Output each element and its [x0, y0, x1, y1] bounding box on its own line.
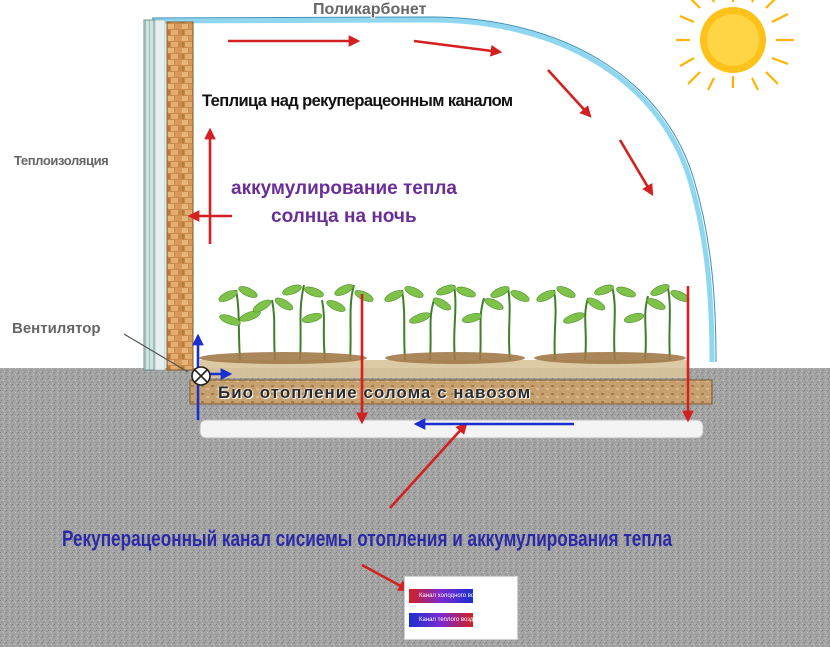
fan-label: Вентилятор [12, 320, 101, 337]
heat-storage-label-line2: солнца на ночь [271, 206, 417, 227]
recuperation-channel-label: Рекуперацеонный канал сисиемы отопления … [62, 526, 673, 551]
insulation-label: Теплоизоляция [14, 153, 109, 168]
recuperation-channel-pipe [199, 419, 704, 439]
polycarbonate-label: Поликарбонет [313, 1, 427, 18]
hot-air-arrows [187, 35, 694, 592]
polycarbonate-dome [151, 17, 715, 363]
bio-heating-label: Био отопление солома с навозом [218, 383, 532, 402]
insulation-layer [143, 19, 156, 371]
bio-heating-layer [189, 379, 713, 405]
legend-swatch-warm [409, 613, 473, 627]
legend-text-cold: Канал холодного воздуха [419, 593, 490, 599]
sun-icon [676, 0, 794, 91]
brick-wall [166, 21, 194, 371]
legend-text-warm: Канал теплого воздуха [419, 617, 483, 623]
legend: Канал холодного воздуха Канал теплого во… [404, 576, 518, 640]
greenhouse-title: Теплица над рекуперацеонным каналом [202, 92, 513, 110]
legend-swatch-cold [409, 589, 473, 603]
heat-storage-label-line1: аккумулирование тепла [231, 178, 457, 199]
fan-pointer [123, 333, 189, 373]
plant-icon [235, 284, 671, 361]
fan-icon [191, 366, 211, 386]
